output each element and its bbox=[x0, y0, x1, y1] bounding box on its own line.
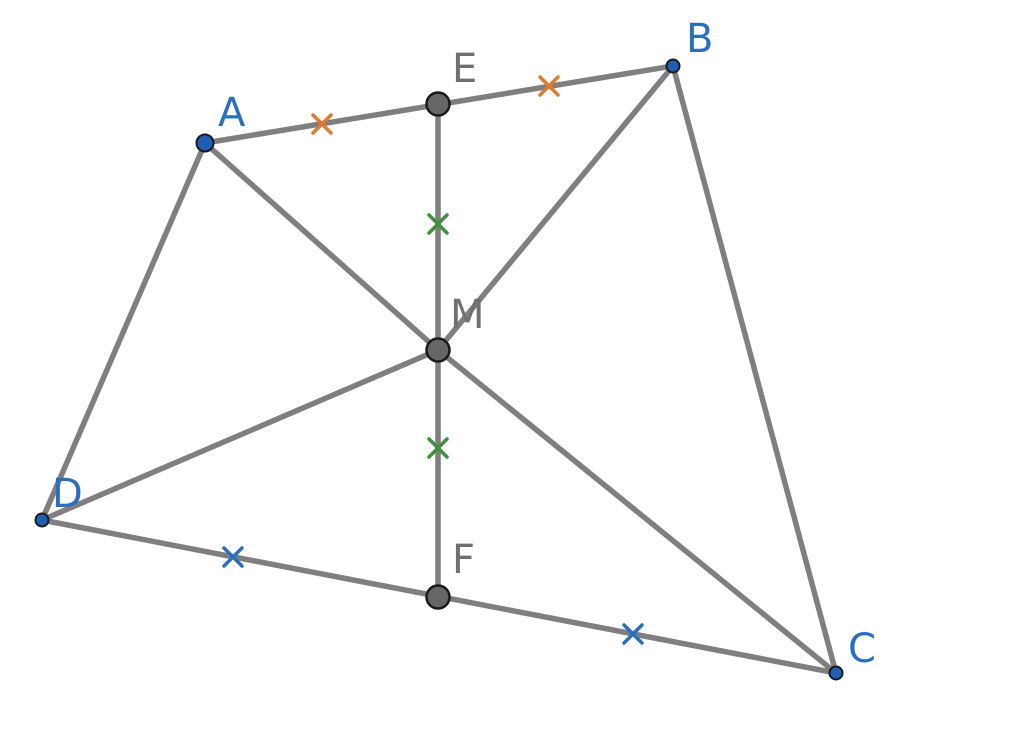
segments-layer bbox=[39, 63, 839, 676]
point-b bbox=[665, 58, 681, 74]
point-d bbox=[34, 512, 50, 528]
point-c bbox=[828, 665, 844, 681]
equal-marks-layer bbox=[222, 75, 644, 645]
segment-bm bbox=[435, 63, 676, 353]
mark-fc-x-mark-icon bbox=[622, 623, 644, 645]
point-e bbox=[425, 91, 451, 117]
label-b: B bbox=[686, 16, 713, 62]
segment-bc bbox=[670, 63, 839, 676]
segment-da bbox=[39, 140, 208, 523]
label-c: C bbox=[848, 626, 876, 672]
label-e: E bbox=[452, 46, 477, 92]
mark-mf-x-mark-icon bbox=[427, 437, 449, 459]
segment-dm bbox=[39, 347, 441, 523]
label-a: A bbox=[218, 90, 246, 136]
points-layer bbox=[34, 58, 844, 681]
mark-em-x-mark-icon bbox=[427, 213, 449, 235]
point-f bbox=[425, 584, 451, 610]
mark-df-x-mark-icon bbox=[222, 546, 244, 568]
mark-eb-x-mark-icon bbox=[538, 75, 560, 97]
mark-ae-x-mark-icon bbox=[311, 113, 333, 135]
label-d: D bbox=[52, 471, 83, 517]
labels-layer: A B C D E F M bbox=[52, 16, 876, 672]
point-a bbox=[195, 133, 215, 153]
point-m bbox=[425, 337, 451, 363]
segment-am bbox=[202, 140, 441, 353]
label-m: M bbox=[450, 292, 485, 338]
label-f: F bbox=[452, 537, 475, 583]
segment-cm bbox=[435, 347, 839, 676]
